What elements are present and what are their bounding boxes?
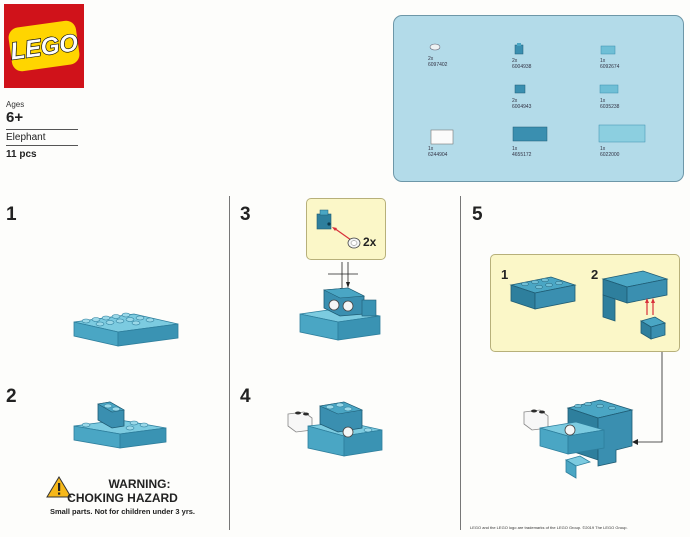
model-name: Elephant — [6, 132, 46, 143]
step-4-illustration — [287, 401, 383, 457]
ages-label: Ages — [6, 100, 25, 109]
lego-logo: LEGO — [4, 4, 84, 88]
column-divider — [460, 196, 461, 530]
step-1-illustration — [73, 312, 179, 347]
logo-wordmark: LEGO — [9, 29, 80, 65]
step-3-callout: 2x — [306, 198, 386, 260]
set-info: Ages 6+ Elephant 11 pcs — [6, 100, 78, 160]
callout-parts — [316, 209, 361, 249]
divider — [6, 145, 78, 146]
inventory-bricks — [429, 43, 646, 145]
warning-triangle-icon — [46, 476, 72, 498]
legal-notice: LEGO and the LEGO logo are trademarks of… — [470, 525, 628, 530]
sub-step-1-label: 1 — [501, 267, 509, 282]
multiplier-label: 2x — [363, 235, 377, 249]
step-3-illustration — [299, 262, 381, 341]
step-number-2: 2 — [6, 386, 17, 407]
piece-count: 11 pcs — [6, 149, 37, 160]
step-number-3: 3 — [240, 204, 251, 225]
warning-subtitle: CHOKING HAZARD — [67, 491, 178, 505]
ages-value: 6+ — [6, 109, 24, 126]
step-number-4: 4 — [240, 386, 251, 407]
choking-hazard-warning: WARNING: CHOKING HAZARD Small parts. Not… — [15, 477, 230, 516]
sub-step-2-label: 2 — [591, 267, 599, 282]
step-number-1: 1 — [6, 204, 17, 225]
warning-detail: Small parts. Not for children under 3 yr… — [49, 507, 196, 516]
warning-title: WARNING: — [108, 477, 171, 491]
column-divider — [229, 196, 230, 530]
step-5-illustration — [523, 352, 663, 479]
step-2-illustration — [73, 401, 167, 449]
step-5-callout: 1 2 — [490, 254, 680, 352]
divider — [6, 129, 78, 130]
step-number-5: 5 — [472, 204, 483, 225]
step-5-sub-illustrations — [509, 270, 669, 340]
